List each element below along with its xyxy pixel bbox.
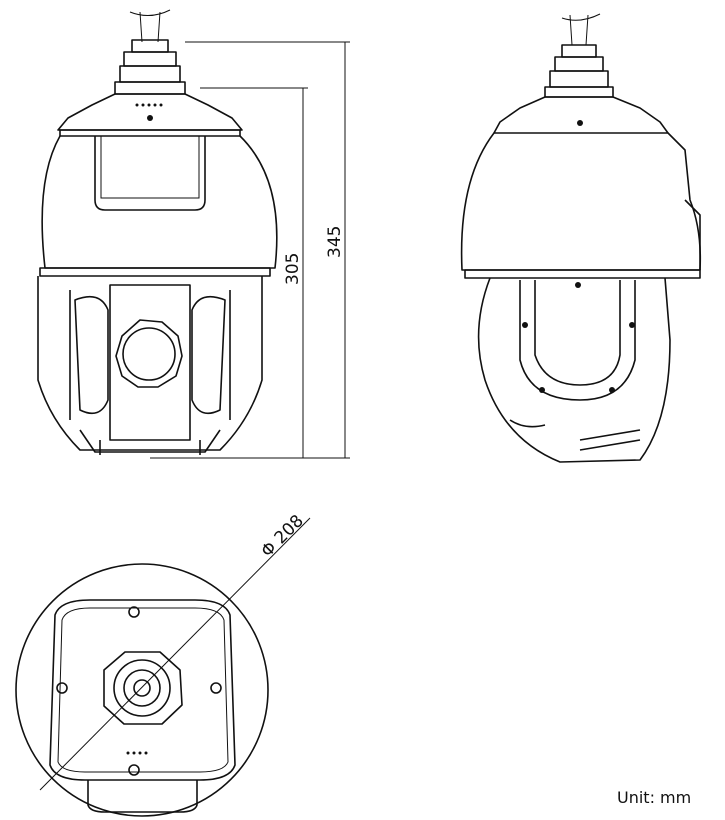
height-345-label: 345 [325, 226, 345, 258]
diameter-label: Φ 208 [257, 511, 307, 561]
unit-label: Unit: mm [617, 788, 692, 807]
bottom-view [15, 517, 311, 817]
height-305-label: 305 [283, 253, 303, 285]
front-view [37, 9, 278, 455]
dimension-lines [150, 41, 350, 459]
side-view [460, 13, 702, 463]
